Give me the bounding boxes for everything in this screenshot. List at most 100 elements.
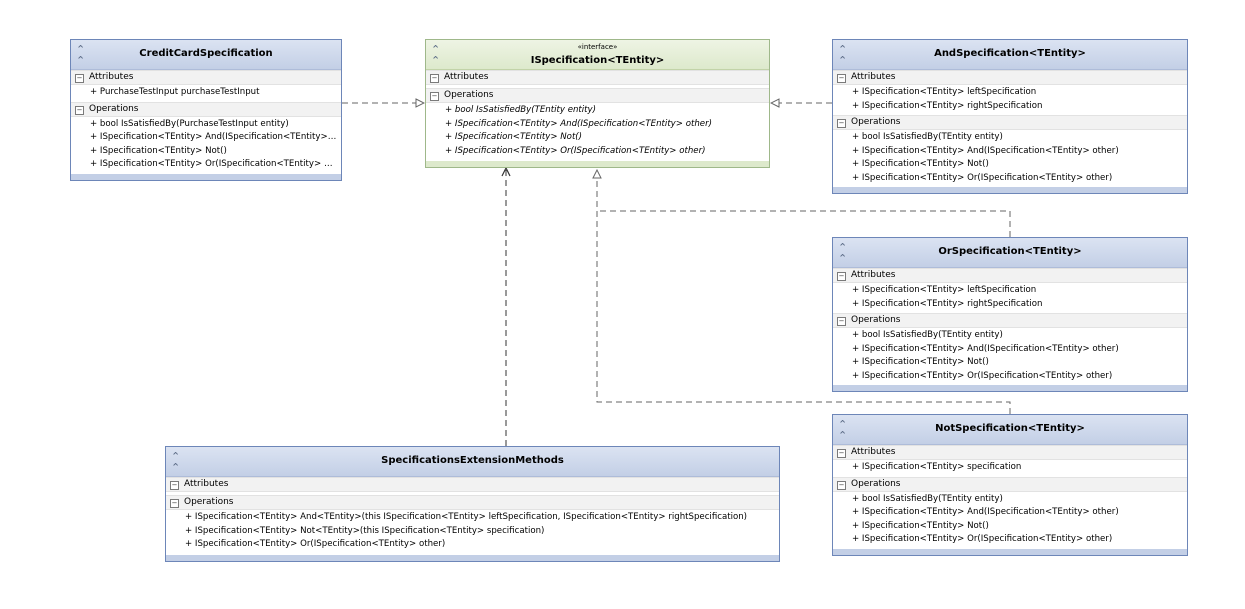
operations-section[interactable]: − Operations (833, 313, 1187, 328)
class-header: ⌃⌃ SpecificationsExtensionMethods (166, 447, 779, 477)
minus-box-icon[interactable]: − (837, 119, 846, 128)
class-header: ⌃⌃ NotSpecification<TEntity> (833, 415, 1187, 445)
operation-item: + bool IsSatisfiedBy(PurchaseTestInput e… (90, 118, 289, 129)
minus-box-icon[interactable]: − (75, 105, 84, 115)
minus-box-icon[interactable]: − (75, 74, 84, 83)
class-header: ⌃⌃ AndSpecification<TEntity> (833, 40, 1187, 70)
double-chevron-up-icon[interactable]: ⌃⌃ (76, 43, 86, 67)
operation-item: + ISpecification<TEntity> Or(ISpecificat… (185, 539, 446, 549)
attributes-section[interactable]: − Attributes (71, 70, 341, 85)
class-header: ⌃⌃ «interface» ISpecification<TEntity> (426, 40, 769, 70)
interface-ispecification[interactable]: ⌃⌃ «interface» ISpecification<TEntity> −… (425, 39, 770, 168)
operations-label: Operations (851, 315, 901, 325)
operations-section[interactable]: − Operations (833, 115, 1187, 130)
minus-box-icon[interactable]: − (170, 481, 179, 490)
operation-item: + ISpecification<TEntity> Not() (852, 357, 989, 367)
realization-notspec-to-ispecification (597, 170, 1011, 414)
attributes-section[interactable]: − Attributes (833, 268, 1187, 283)
operation-item: + bool IsSatisfiedBy(TEntity entity) (852, 330, 1003, 340)
operations-label: Operations (851, 117, 901, 127)
class-andspecification[interactable]: ⌃⌃ AndSpecification<TEntity> − Attribute… (832, 39, 1188, 194)
attribute-list: + PurchaseTestInput purchaseTestInput (71, 85, 341, 102)
attribute-item: + ISpecification<TEntity> rightSpecifica… (852, 100, 1043, 111)
operation-item: + bool IsSatisfiedBy(TEntity entity) (852, 493, 1003, 504)
minus-box-icon[interactable]: − (837, 317, 846, 326)
attribute-list: + ISpecification<TEntity> leftSpecificat… (833, 283, 1187, 313)
operation-item: + bool IsSatisfiedBy(TEntity entity) (852, 132, 1003, 142)
stereotype-label: «interface» (577, 43, 618, 51)
operation-item: + bool IsSatisfiedBy(TEntity entity) (445, 105, 596, 115)
operations-section[interactable]: − Operations (833, 476, 1187, 492)
operation-item: + ISpecification<TEntity> Not<TEntity>(t… (185, 525, 545, 536)
attribute-item: + ISpecification<TEntity> leftSpecificat… (852, 87, 1037, 97)
operation-list: + ISpecification<TEntity> And<TEntity>(t… (166, 510, 779, 554)
minus-box-icon[interactable]: − (837, 480, 846, 490)
attributes-section[interactable]: − Attributes (166, 477, 779, 492)
attribute-list: + ISpecification<TEntity> leftSpecificat… (833, 85, 1187, 115)
operations-section[interactable]: − Operations (166, 495, 779, 510)
operation-item: + ISpecification<TEntity> Or(ISpecificat… (852, 172, 1113, 183)
double-chevron-up-icon[interactable]: ⌃⌃ (838, 241, 848, 265)
attribute-item: + PurchaseTestInput purchaseTestInput (90, 87, 260, 97)
operations-section[interactable]: − Operations (426, 88, 769, 103)
attributes-section[interactable]: − Attributes (833, 70, 1187, 85)
operation-list: + bool IsSatisfiedBy(TEntity entity) + I… (426, 103, 769, 160)
double-chevron-up-icon[interactable]: ⌃⌃ (171, 450, 181, 474)
class-orspecification[interactable]: ⌃⌃ OrSpecification<TEntity> − Attributes… (832, 237, 1188, 392)
class-creditcardspecification[interactable]: ⌃⌃ CreditCardSpecification − Attributes … (70, 39, 342, 181)
operation-item: + ISpecification<TEntity> And(ISpecifica… (90, 132, 341, 142)
operation-item: + ISpecification<TEntity> Not() (852, 159, 989, 169)
attributes-label: Attributes (851, 270, 896, 280)
minus-box-icon[interactable]: − (837, 449, 846, 458)
operation-item: + ISpecification<TEntity> And<TEntity>(t… (185, 512, 748, 522)
operation-item: + ISpecification<TEntity> And(ISpecifica… (852, 507, 1119, 517)
minus-box-icon[interactable]: − (837, 74, 846, 83)
class-footer (833, 385, 1187, 391)
operations-label: Operations (851, 478, 901, 489)
class-footer (71, 174, 341, 180)
minus-box-icon[interactable]: − (837, 272, 846, 281)
operation-list: + bool IsSatisfiedBy(TEntity entity) + I… (833, 328, 1187, 385)
double-chevron-up-icon[interactable]: ⌃⌃ (838, 43, 848, 67)
operation-item: + ISpecification<TEntity> Or(ISpecificat… (90, 159, 341, 169)
realization-orspec-to-ispecification (597, 210, 1011, 237)
operations-section[interactable]: − Operations (71, 101, 341, 117)
attribute-item: + ISpecification<TEntity> specification (852, 462, 1022, 472)
double-chevron-up-icon[interactable]: ⌃⌃ (838, 418, 848, 442)
minus-box-icon[interactable]: − (430, 74, 439, 83)
operation-item: + ISpecification<TEntity> Or(ISpecificat… (445, 145, 706, 156)
operation-item: + ISpecification<TEntity> And(ISpecifica… (445, 118, 712, 129)
attributes-label: Attributes (851, 447, 896, 457)
attributes-section[interactable]: − Attributes (426, 70, 769, 85)
operation-item: + ISpecification<TEntity> Not() (445, 132, 583, 142)
operation-item: + ISpecification<TEntity> Not() (852, 520, 989, 531)
class-footer (833, 549, 1187, 555)
attributes-label: Attributes (444, 72, 489, 82)
double-chevron-up-icon[interactable]: ⌃⌃ (431, 43, 441, 67)
attributes-label: Attributes (184, 479, 229, 489)
attributes-label: Attributes (89, 72, 134, 82)
attribute-list: + ISpecification<TEntity> specification (833, 460, 1187, 477)
operations-label: Operations (444, 90, 494, 100)
minus-box-icon[interactable]: − (430, 92, 439, 101)
operation-item: + ISpecification<TEntity> Or(ISpecificat… (852, 534, 1113, 544)
operations-label: Operations (89, 103, 139, 114)
class-title: AndSpecification<TEntity> (934, 48, 1086, 59)
class-specificationsextensionmethods[interactable]: ⌃⌃ SpecificationsExtensionMethods − Attr… (165, 446, 780, 562)
attribute-item: + ISpecification<TEntity> rightSpecifica… (852, 298, 1043, 309)
minus-box-icon[interactable]: − (170, 499, 179, 508)
class-title: NotSpecification<TEntity> (935, 423, 1085, 434)
operation-item: + ISpecification<TEntity> And(ISpecifica… (852, 145, 1119, 156)
class-footer (833, 187, 1187, 193)
attribute-item: + ISpecification<TEntity> leftSpecificat… (852, 285, 1037, 295)
operation-item: + ISpecification<TEntity> And(ISpecifica… (852, 343, 1119, 354)
class-footer (426, 161, 769, 167)
class-notspecification[interactable]: ⌃⌃ NotSpecification<TEntity> − Attribute… (832, 414, 1188, 556)
class-header: ⌃⌃ CreditCardSpecification (71, 40, 341, 70)
class-title: CreditCardSpecification (139, 48, 273, 59)
attributes-section[interactable]: − Attributes (833, 445, 1187, 460)
operation-item: + ISpecification<TEntity> Or(ISpecificat… (852, 370, 1113, 381)
operation-list: + bool IsSatisfiedBy(TEntity entity) + I… (833, 130, 1187, 187)
class-header: ⌃⌃ OrSpecification<TEntity> (833, 238, 1187, 268)
